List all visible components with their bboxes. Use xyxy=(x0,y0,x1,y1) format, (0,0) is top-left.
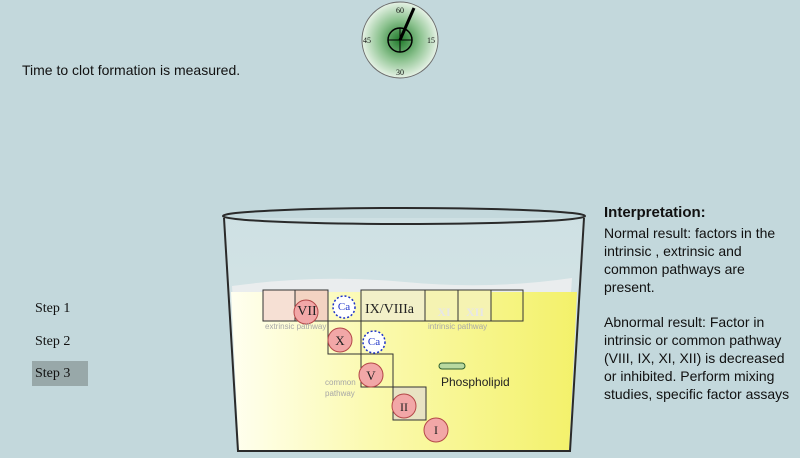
dial-label-30: 30 xyxy=(396,68,404,77)
calcium-label-1: Ca xyxy=(337,301,351,313)
factor-v-label: V xyxy=(366,368,376,383)
interpretation-panel: Interpretation: Normal result: factors i… xyxy=(604,204,794,420)
calcium-ion-2 xyxy=(362,330,386,354)
instruction-caption: Time to clot formation is measured. xyxy=(22,62,241,78)
normal-result-text: Normal result: factors in the intrinsic … xyxy=(604,225,776,295)
factor-x-label: X xyxy=(335,333,345,348)
factor-i-circle xyxy=(423,417,449,443)
step-2-button[interactable]: Step 2 xyxy=(35,334,71,349)
phospholipid-icon xyxy=(438,362,466,370)
common-pathway-label-1: common xyxy=(325,378,356,387)
extrinsic-pathway-label: extrinsic pathway xyxy=(265,322,327,331)
interpretation-title: Interpretation: xyxy=(604,204,706,221)
timer-dial: 60 15 30 45 xyxy=(360,0,440,80)
step-1-button[interactable]: Step 1 xyxy=(35,301,71,316)
intrinsic-pathway-label: intrinsic pathway xyxy=(428,322,488,331)
factor-v-circle xyxy=(358,362,384,388)
calcium-label-2: Ca xyxy=(367,336,381,348)
factor-xii-label: XII xyxy=(465,305,484,319)
abnormal-result-text: Abnormal result: Factor in intrinsic or … xyxy=(604,314,790,402)
calcium-ion-1 xyxy=(332,295,356,319)
dial-label-60: 60 xyxy=(396,6,404,15)
dial-hand xyxy=(398,7,416,41)
dial-label-45: 45 xyxy=(363,36,371,45)
factor-ii-circle xyxy=(391,393,417,419)
dial-label-15: 15 xyxy=(427,36,435,45)
factor-ii-label: II xyxy=(400,400,408,414)
phospholipid-label: Phospholipid xyxy=(441,375,510,389)
factor-x-circle xyxy=(327,327,353,353)
step-3-button[interactable]: Step 3 xyxy=(32,361,88,386)
ix-viiia-label: IX/VIIIa xyxy=(365,302,414,317)
factor-vii-label: VII xyxy=(297,304,317,319)
common-pathway-label-2: pathway xyxy=(325,389,355,398)
factor-i-label: I xyxy=(434,423,438,437)
factor-xi-label: XI xyxy=(437,305,451,319)
beaker: VII IX/VIIIa XI XII X V II I Ca Ca extri… xyxy=(220,206,590,458)
factor-vii-circle xyxy=(293,299,319,325)
